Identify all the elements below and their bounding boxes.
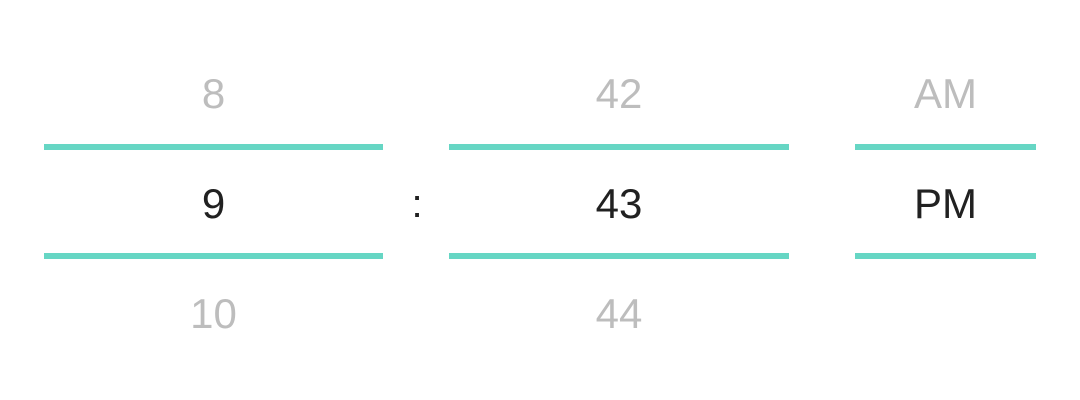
minute-wheel[interactable]: 42 43 44 [449, 0, 789, 400]
hour-top-divider [44, 144, 383, 150]
meridiem-top-divider [855, 144, 1036, 150]
hour-next-value[interactable]: 10 [190, 290, 237, 337]
hour-bottom-divider [44, 253, 383, 259]
minute-selected-value[interactable]: 43 [595, 180, 643, 227]
minute-top-divider [449, 144, 789, 150]
meridiem-selected-value[interactable]: PM [914, 180, 977, 227]
minute-next-value[interactable]: 44 [595, 290, 643, 337]
hour-selected-value[interactable]: 9 [201, 180, 226, 227]
hour-prev-value[interactable]: 8 [201, 70, 226, 117]
time-separator: : [411, 182, 423, 226]
meridiem-bottom-divider [855, 253, 1036, 259]
meridiem-wheel[interactable]: AM PM [855, 0, 1036, 400]
hour-wheel[interactable]: 8 9 10 [44, 0, 383, 400]
meridiem-prev-value[interactable]: AM [914, 70, 977, 117]
minute-bottom-divider [449, 253, 789, 259]
minute-prev-value[interactable]: 42 [595, 70, 643, 117]
